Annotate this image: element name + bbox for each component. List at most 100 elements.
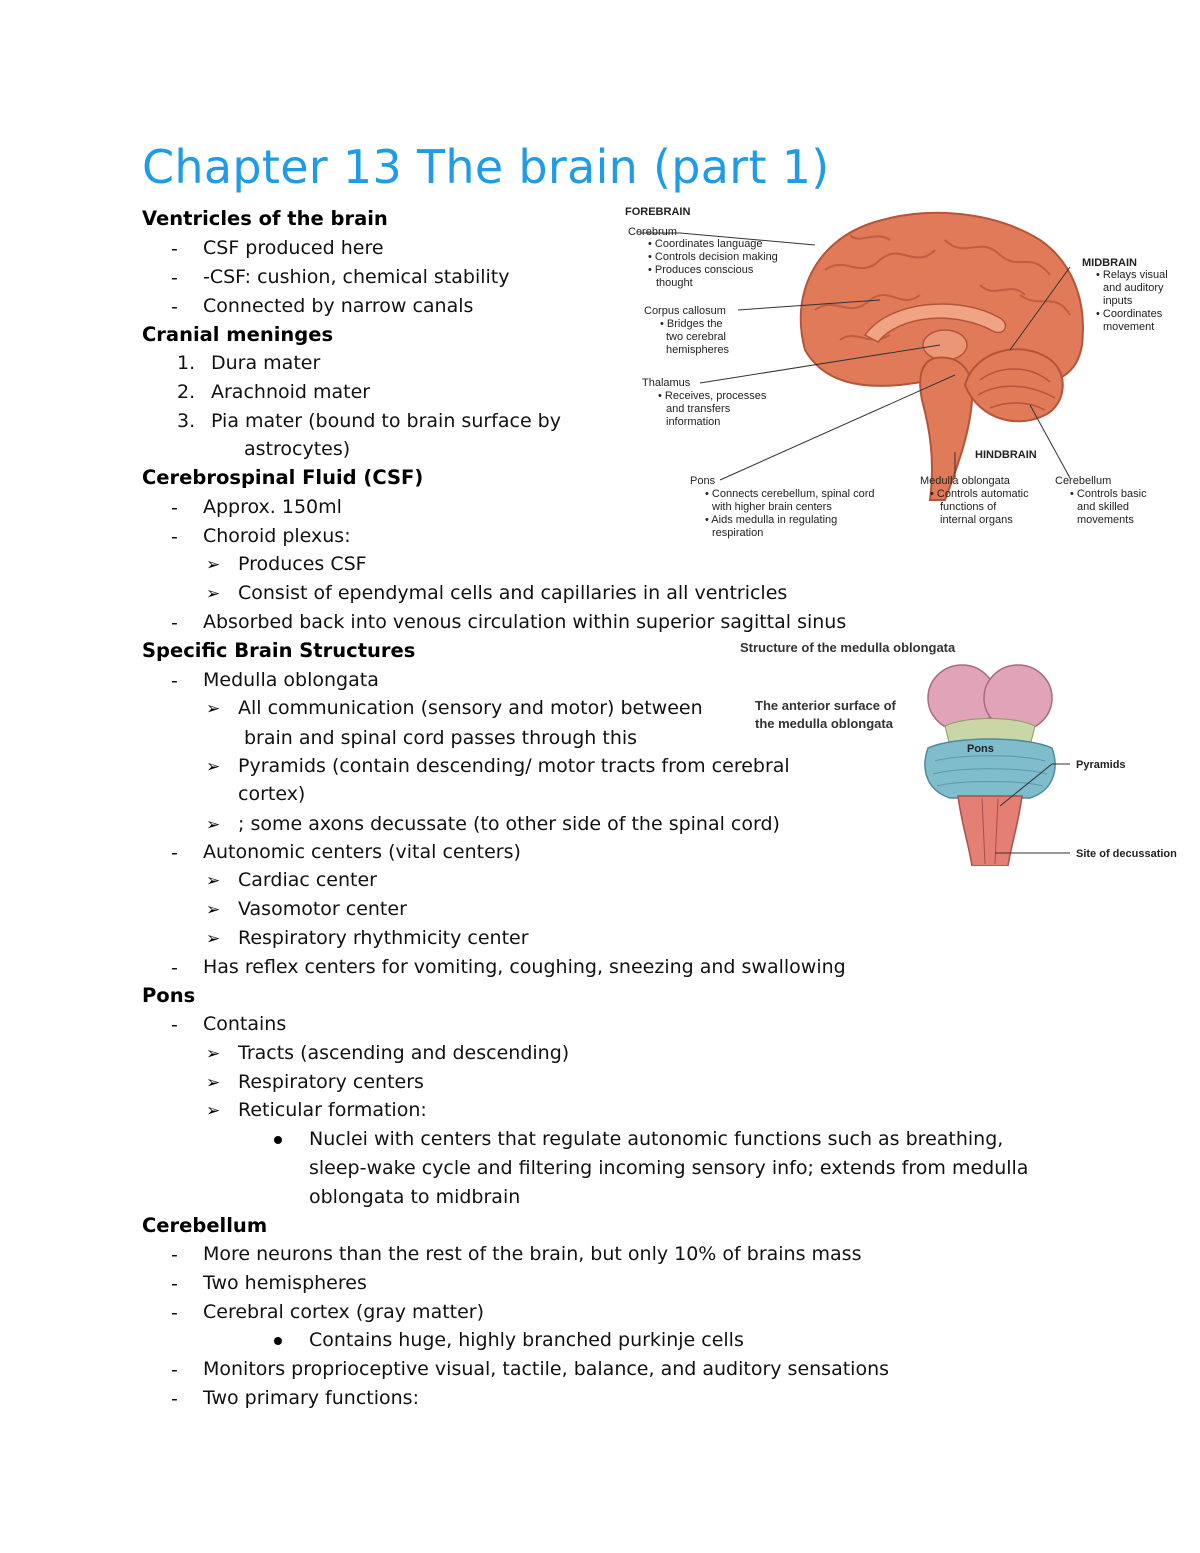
cerebellum-folia [977, 368, 1056, 411]
list-item: Two primary functions: [203, 1387, 419, 1409]
dash-marker: - [171, 497, 178, 519]
label-thalamus-item: and transfers [666, 403, 731, 415]
list-item-continuation: brain and spinal cord passes through thi… [244, 727, 638, 749]
list-item: Dura mater [211, 352, 321, 374]
dash-marker: - [171, 267, 178, 289]
cerebellum-shape [963, 348, 1064, 423]
label-decussation: Site of decussation [1076, 848, 1177, 860]
dash-marker: - [171, 1014, 178, 1036]
list-number: 2. [177, 381, 196, 403]
label-pons-item: • Connects cerebellum, spinal cord [705, 488, 875, 500]
brain-sagittal-figure: FOREBRAIN Cerebrum • Coordinates languag… [600, 200, 1200, 550]
label-thalamus-item: • Receives, processes [658, 390, 767, 402]
label-forebrain: FOREBRAIN [625, 206, 690, 218]
medulla-illustration: Structure of the medulla oblongata The a… [740, 640, 1177, 866]
arrow-bullet-icon: ➢ [206, 1101, 221, 1121]
list-item: Cardiac center [238, 869, 377, 891]
label-cerebrum-item: • Coordinates language [648, 238, 763, 250]
list-item: Respiratory rhythmicity center [238, 927, 529, 949]
dash-marker: - [171, 1359, 178, 1381]
arrow-bullet-icon: ➢ [206, 584, 221, 604]
corpus-callosum-shape [863, 303, 1007, 343]
list-item: Two hemispheres [203, 1272, 367, 1294]
arrow-bullet-icon: ➢ [206, 900, 221, 920]
arrow-bullet-icon: ➢ [206, 1073, 221, 1093]
label-pons: Pons [690, 475, 716, 487]
arrow-bullet-icon: ➢ [206, 1044, 221, 1064]
list-item: Medulla oblongata [203, 669, 379, 691]
dash-marker: - [171, 1244, 178, 1266]
leader-lines [640, 232, 1071, 481]
label-pons-item: respiration [712, 527, 763, 539]
list-item: Absorbed back into venous circulation wi… [203, 611, 847, 633]
label-midbrain-item: • Relays visual [1096, 269, 1168, 281]
heading-meninges: Cranial meninges [142, 323, 334, 346]
cerebrum-shape [799, 211, 1084, 387]
list-item-continuation: sleep-wake cycle and filtering incoming … [309, 1157, 1029, 1179]
label-pons-item: with higher brain centers [711, 501, 832, 513]
label-midbrain-item: inputs [1103, 295, 1133, 307]
label-hindbrain: HINDBRAIN [975, 449, 1037, 461]
list-item-continuation: cortex) [238, 783, 306, 805]
label-midbrain-item: movement [1103, 321, 1154, 333]
label-corpus-item: • Bridges the [660, 318, 723, 330]
gyri-pattern [814, 234, 1071, 341]
list-item: Autonomic centers (vital centers) [203, 841, 521, 863]
label-corpus-item: hemispheres [666, 344, 729, 356]
thalamus-shape [922, 329, 968, 361]
heading-specific-structures: Specific Brain Structures [142, 639, 416, 662]
arrow-bullet-icon: ➢ [206, 699, 221, 719]
list-item: Approx. 150ml [203, 496, 342, 518]
list-item-continuation: astrocytes) [244, 438, 351, 460]
list-item: Arachnoid mater [211, 381, 371, 403]
medulla-figure: Structure of the medulla oblongata The a… [730, 636, 1190, 866]
list-item: Monitors proprioceptive visual, tactile,… [203, 1358, 890, 1380]
dash-marker: - [171, 842, 178, 864]
list-item: Tracts (ascending and descending) [238, 1042, 570, 1064]
arrow-bullet-icon: ➢ [206, 871, 221, 891]
heading-pons: Pons [142, 984, 196, 1007]
heading-csf: Cerebrospinal Fluid (CSF) [142, 466, 424, 489]
dash-marker: - [171, 1273, 178, 1295]
dash-marker: - [171, 1302, 178, 1324]
medulla-figure-subtitle: the medulla oblongata [755, 716, 894, 731]
list-item: Pyramids (contain descending/ motor trac… [238, 755, 790, 777]
brain-illustration: FOREBRAIN Cerebrum • Coordinates languag… [625, 206, 1168, 539]
medulla-leader-lines [995, 763, 1070, 854]
list-item: Cerebral cortex (gray matter) [203, 1301, 485, 1323]
bullet-dot-icon [274, 1136, 282, 1144]
label-midbrain-item: and auditory [1103, 282, 1164, 294]
dash-marker: - [171, 238, 178, 260]
list-item: ; some axons decussate (to other side of… [238, 813, 780, 835]
list-number: 1. [177, 352, 196, 374]
arrow-bullet-icon: ➢ [206, 815, 221, 835]
label-midbrain: MIDBRAIN [1082, 257, 1137, 269]
label-medulla-item: internal organs [940, 514, 1013, 526]
label-cerebellum: Cerebellum [1055, 475, 1111, 487]
label-cerebrum: Cerebrum [628, 226, 677, 238]
list-number: 3. [177, 410, 196, 432]
label-medulla: Medulla oblongata [920, 475, 1011, 487]
bullet-dot-icon [274, 1337, 282, 1345]
label-cerebellum-item: • Controls basic [1070, 488, 1147, 500]
list-item: Vasomotor center [238, 898, 407, 920]
pons-fibers [932, 755, 1048, 787]
label-cerebellum-item: and skilled [1077, 501, 1129, 513]
list-item: -CSF: cushion, chemical stability [203, 266, 510, 288]
label-thalamus-item: information [666, 416, 720, 428]
label-cerebellum-item: movements [1077, 514, 1134, 526]
label-medulla-item: functions of [940, 501, 997, 513]
dash-marker: - [171, 612, 178, 634]
label-pyramids: Pyramids [1076, 759, 1126, 771]
label-midbrain-item: • Coordinates [1096, 308, 1163, 320]
list-item: CSF produced here [203, 237, 384, 259]
list-item-continuation: oblongata to midbrain [309, 1186, 521, 1208]
list-item: Contains huge, highly branched purkinje … [309, 1329, 744, 1351]
heading-ventricles: Ventricles of the brain [142, 207, 388, 230]
label-thalamus: Thalamus [642, 377, 691, 389]
arrow-bullet-icon: ➢ [206, 555, 221, 575]
dash-marker: - [171, 296, 178, 318]
list-item: All communication (sensory and motor) be… [238, 697, 703, 719]
label-pons: Pons [967, 743, 994, 755]
